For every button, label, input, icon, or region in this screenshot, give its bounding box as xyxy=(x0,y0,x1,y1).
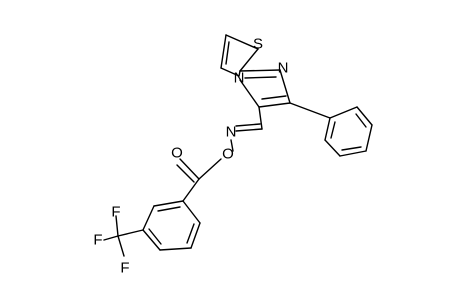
benzoyl-bond-6 xyxy=(153,200,184,207)
atom-o-ester: O xyxy=(222,146,234,163)
atom-n-thiazole: N xyxy=(234,70,245,87)
bond-ring-cf3 xyxy=(117,229,144,237)
bond-c-f3 xyxy=(117,235,125,257)
bond-o-co xyxy=(198,158,222,180)
bond-n-o xyxy=(230,139,234,152)
bond-n7-c6 xyxy=(279,69,291,104)
phenyl-bond-2 xyxy=(356,106,373,126)
bond-s-c2 xyxy=(225,34,259,50)
benzoyl-bond-1 xyxy=(182,200,201,224)
bond-ch-n xyxy=(235,128,263,132)
benzoyl-bond-5 xyxy=(142,205,155,231)
phenyl-bond-6 xyxy=(324,117,331,141)
bond-c3-n xyxy=(220,67,240,77)
bond-c6-c5 xyxy=(258,102,291,108)
atom-o-carbonyl: O xyxy=(171,145,183,162)
phenyl-bond-1 xyxy=(329,106,358,119)
benzoyl-bond-2 xyxy=(190,222,201,249)
bond-c7a-n7 xyxy=(239,69,281,72)
bond-c2-c3 xyxy=(220,34,227,69)
bond-c-f1 xyxy=(115,215,119,237)
bond-c7a-n7-inner xyxy=(244,76,277,79)
atom-f-3: F xyxy=(120,260,129,277)
bond-c6-phenyl xyxy=(289,102,331,119)
atom-n-imidazole: N xyxy=(278,60,289,77)
bond-c-o-double-b xyxy=(176,164,195,183)
phenyl-inner-3 xyxy=(330,121,336,139)
benzoyl-bond-3 xyxy=(159,247,192,251)
bond-c2-c3-inner xyxy=(225,41,230,65)
atom-n-imine: N xyxy=(226,124,237,141)
bond-set xyxy=(103,34,373,257)
bond-c5-n4 xyxy=(239,79,260,108)
benzoyl-bond-4 xyxy=(142,229,161,251)
phenyl-bond-3 xyxy=(365,124,373,152)
phenyl-bond-4 xyxy=(339,150,367,157)
benzoyl-inner-2 xyxy=(148,228,162,245)
benzoyl-inner-1 xyxy=(186,223,195,244)
phenyl-inner-2 xyxy=(341,146,362,151)
atom-f-2: F xyxy=(93,232,102,249)
phenyl-inner-1 xyxy=(355,113,367,128)
bond-n-c7a xyxy=(238,70,241,77)
bond-s-c7a xyxy=(239,48,259,72)
bond-c6-c5-inner xyxy=(261,95,287,100)
benzoyl-inner-3 xyxy=(157,206,181,212)
bond-c-f2 xyxy=(103,235,119,241)
bond-co-ring xyxy=(182,178,200,202)
phenyl-bond-5 xyxy=(324,139,341,157)
atom-label-group: S N N N O O F F F xyxy=(93,36,288,277)
bond-c-o-double-a xyxy=(179,158,200,180)
atom-s: S xyxy=(253,36,263,53)
atom-f-1: F xyxy=(111,204,120,221)
bond-ch-n-inner xyxy=(235,123,261,127)
bond-c5-ch xyxy=(258,106,263,130)
